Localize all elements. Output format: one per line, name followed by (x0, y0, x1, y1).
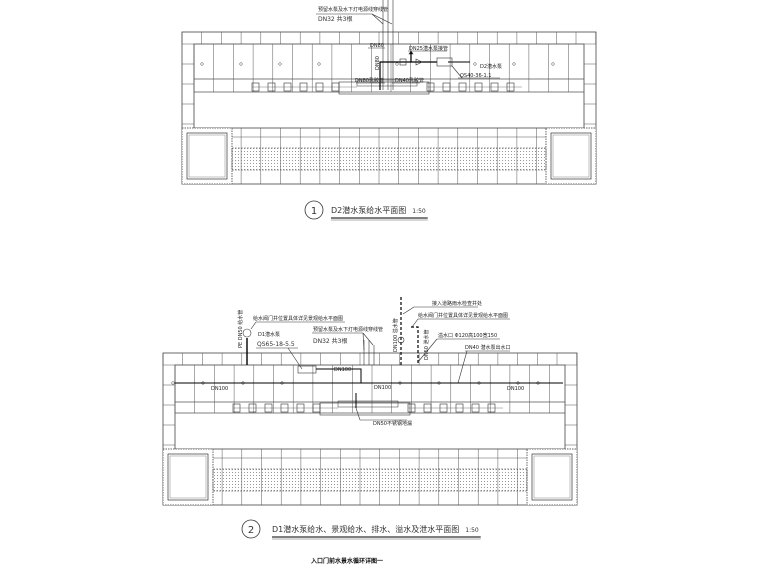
nozzle-marker (200, 62, 204, 66)
corner-planter-inner (552, 134, 590, 178)
sheet-title: 入口门前水景水循环详图一 (310, 557, 383, 565)
plan2-dn100-top-label: DN100 (334, 367, 351, 373)
gravel-strip (231, 147, 547, 171)
outer-paving-border (181, 31, 597, 185)
corner-planter-inner (186, 132, 228, 180)
plan2-conduit-label: 预留水泵及水下灯电源线穿线管 (313, 326, 383, 333)
nozzle-marker (317, 62, 321, 66)
corner-planter (526, 448, 578, 506)
plan-1-title: D2潜水泵给水平面图 (331, 205, 406, 215)
plan1-conduit-size-label: DN32 共3根 (318, 15, 352, 23)
corner-planter-inner (550, 132, 592, 180)
corner-planter (181, 127, 233, 185)
nozzle-marker (473, 62, 477, 66)
nozzle-marker (171, 381, 175, 385)
plan2-dn100-left-label: DN100 (211, 386, 228, 392)
plan2-valve-well-right-label: 给水阀门井位置具体详见景观给水平面图 (418, 312, 508, 319)
gravel-strip (212, 468, 528, 492)
plan-2-annotations (175, 297, 563, 421)
plan-1-d2-pump-supply (181, 31, 597, 185)
plan-1-number: 1 (311, 206, 317, 217)
nozzle-marker (551, 62, 555, 66)
plan2-pump-model-label: QS65-18-5.5 (257, 341, 295, 348)
corner-planter-inner (533, 455, 571, 499)
plan2-pump-label: D1潜水泵 (258, 331, 280, 338)
plan-2-d1-pump-drainage (162, 352, 578, 506)
plan-2-scale: 1:50 (465, 527, 479, 534)
corner-planter (545, 127, 597, 185)
plan-1-number-circle (304, 200, 324, 220)
nozzle-marker (395, 62, 399, 66)
plan2-pump-outlet-label: DN40 潜水泵出水口 (465, 344, 511, 351)
plan-1-annotations (316, 0, 500, 90)
plan2-conduit-size-label: DN32 共3根 (313, 337, 347, 345)
corner-planter-inner (531, 453, 573, 501)
plan1-pump-model-label: QS40-36-1.1 (460, 73, 491, 79)
plan-2-number: 2 (248, 525, 254, 536)
corner-planter (162, 448, 214, 506)
plan1-dn80-hose-label: DN80乳胶管 (355, 77, 384, 84)
plan2-overflow-inlet-label: 溢水口 Φ120高100宽150 (438, 332, 497, 339)
nozzle-marker (239, 62, 243, 66)
plan-2-title-block: 2 D1潜水泵给水、景观给水、排水、溢水及泄水平面图 1:50 (241, 519, 481, 540)
plan2-floor-drain-label: DN50不锈钢地漏 (373, 420, 412, 427)
plan-2-number-circle (241, 519, 261, 539)
plan1-dn80-label: DN80 (370, 43, 384, 49)
corner-planter-inner (188, 134, 226, 178)
nozzle-marker (512, 62, 516, 66)
plan2-valve-well-left-label: 给水阀门井位置具体详见景观给水平面图 (253, 315, 343, 322)
pump-pit (338, 81, 430, 95)
plan-1-title-block: 1 D2潜水泵给水平面图 1:50 (304, 200, 428, 221)
plan-2-title: D1潜水泵给水、景观给水、排水、溢水及泄水平面图 (272, 524, 459, 534)
plan2-dn100-right-label: DN100 (507, 386, 524, 392)
plan1-dn80-vertical-label: DN80 (375, 56, 381, 70)
pump-pit-cover (337, 400, 399, 408)
plan1-conduit-label: 预留水泵及水下灯电源线穿线管 (318, 6, 388, 13)
corner-planter-inner (169, 455, 207, 499)
nozzle-marker (278, 62, 282, 66)
plan2-road-well-label: 接入道路雨水检查井处 (432, 300, 482, 307)
plan2-drain-pipe-label: DN50 泄水管 (423, 329, 430, 360)
plan-1-scale: 1:50 (412, 208, 426, 215)
plan2-pe-supply-label: PE DN50 给水管 (237, 310, 244, 348)
plan1-pump-label: D2潜水泵 (480, 63, 502, 70)
corner-planter-inner (167, 453, 209, 501)
plan2-overflow-pipe-label: DN100 溢水管 (392, 318, 399, 352)
outer-paving-border (162, 352, 578, 506)
plan2-dn100-mid-label: DN100 (374, 385, 391, 391)
plan1-dn25-label: DN25潜水泵接管 (409, 45, 448, 52)
plan1-dn40-hose-label: DN40乳胶管 (395, 77, 424, 84)
pump-pit (319, 402, 411, 416)
